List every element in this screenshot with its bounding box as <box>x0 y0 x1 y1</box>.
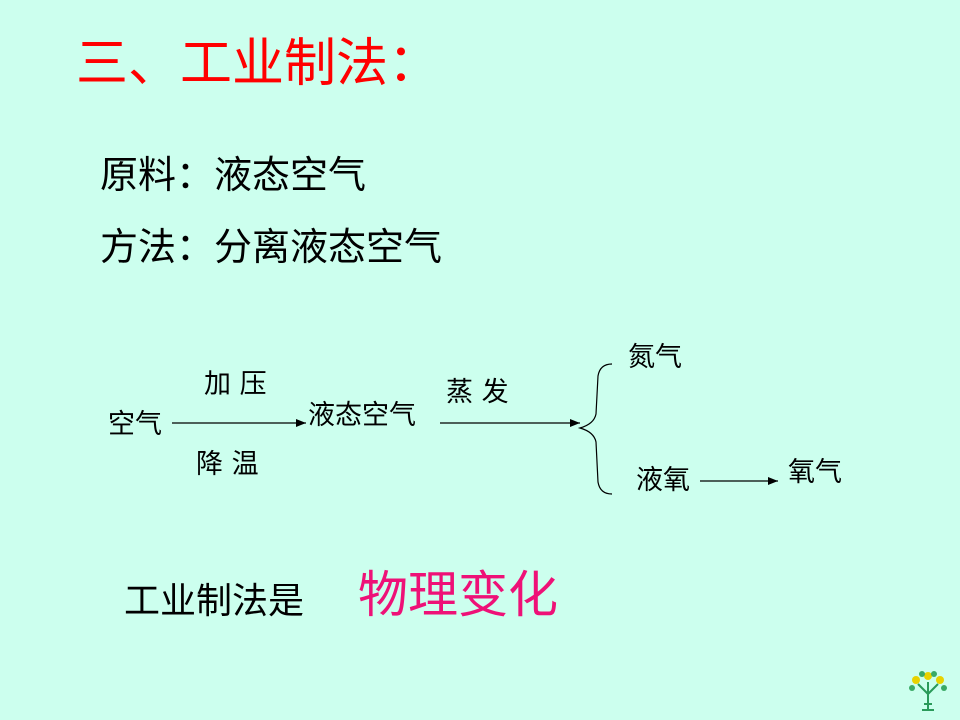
product-liquid-oxygen: 液氧 <box>636 465 690 496</box>
raw-material-line: 原料：液态空气 <box>100 153 367 197</box>
method-line: 方法：分离液态空气 <box>100 225 443 269</box>
product-oxygen: 氧气 <box>788 457 842 488</box>
conclusion-label: 工业制法是 <box>124 581 305 622</box>
condition-cool: 降 温 <box>196 449 259 480</box>
product-nitrogen: 氮气 <box>628 342 682 373</box>
diagram-liquid-air: 液态空气 <box>308 400 416 431</box>
branch-brace <box>577 363 613 495</box>
slide-title: 三、工业制法： <box>76 34 441 94</box>
process-evaporate: 蒸 发 <box>446 377 509 408</box>
conclusion-answer: 物理变化 <box>358 566 558 624</box>
diagram-air: 空气 <box>108 409 162 440</box>
tree-logo-icon <box>909 671 947 711</box>
condition-pressurize: 加 压 <box>204 369 267 400</box>
